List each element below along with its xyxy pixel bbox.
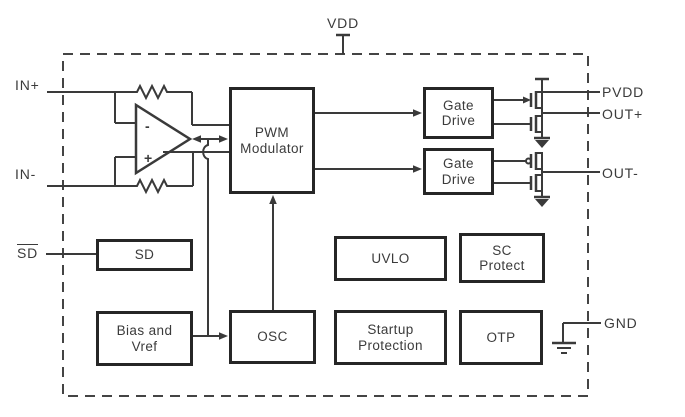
block-osc: OSC: [229, 310, 316, 364]
block-label: Startup Protection: [358, 322, 423, 353]
block-label: OSC: [257, 329, 288, 345]
osc-to-pwm-wire: [269, 195, 277, 310]
pin-label-pvdd: PVDD: [602, 84, 645, 100]
bias-to-osc-wire: [193, 332, 228, 340]
opamp-plus-sign: +: [144, 150, 153, 166]
mosfet-icon: [494, 174, 542, 192]
block-startup-protection: Startup Protection: [334, 310, 447, 365]
arrow-right-icon: [219, 135, 228, 143]
ground-icon: [552, 341, 576, 354]
gnd-pin-wire: [552, 322, 601, 354]
in-plus-net: [47, 83, 193, 125]
block-label: UVLO: [371, 250, 410, 266]
arrow-left-icon: [192, 135, 201, 143]
block-label: SC Protect: [479, 242, 525, 273]
block-label: Gate Drive: [441, 156, 476, 187]
mosfet-icon: [494, 152, 542, 170]
vdd-pin-wire: [336, 33, 350, 54]
block-gate-drive-top: Gate Drive: [423, 87, 494, 139]
block-label: Bias and Vref: [116, 323, 173, 354]
mosfet-icon: [494, 115, 542, 133]
block-gate-drive-bottom: Gate Drive: [423, 148, 494, 195]
resistor-icon: [133, 177, 172, 195]
block-label: PWM Modulator: [240, 125, 304, 156]
arrow-up-icon: [269, 195, 277, 204]
half-bridge-out-minus: [494, 152, 600, 207]
half-bridge-out-plus: [494, 77, 600, 148]
pin-label-sd: SD: [17, 244, 39, 261]
block-pwm-modulator: PWM Modulator: [229, 87, 315, 194]
sd-overline-text: SD: [17, 244, 39, 261]
chip-boundary-dashed-box: [62, 53, 589, 397]
block-bias-vref: Bias and Vref: [96, 311, 193, 366]
opamp-icon: [134, 102, 193, 176]
block-otp: OTP: [459, 310, 543, 365]
opamp-minus-sign: -: [145, 118, 150, 134]
block-label: Gate Drive: [441, 97, 476, 128]
pwm-to-gate-drive-wires: [315, 109, 422, 173]
pin-label-in-minus: IN-: [15, 166, 37, 182]
ground-icon: [534, 136, 550, 148]
arrow-right-icon: [219, 332, 228, 340]
pin-label-gnd: GND: [604, 315, 638, 331]
arrow-right-icon: [413, 165, 422, 173]
ground-icon: [534, 195, 550, 207]
block-label: OTP: [486, 329, 516, 345]
mosfet-icon: [494, 91, 542, 109]
pin-label-vdd: VDD: [327, 15, 359, 31]
gate-arrow-icon: [523, 96, 531, 104]
block-label: SD: [134, 247, 155, 263]
wire-branch-with-hop: [202, 139, 209, 336]
opamp-to-pwm-wires: [163, 124, 229, 336]
resistor-icon: [133, 83, 172, 101]
pin-label-in-plus: IN+: [15, 77, 40, 93]
pin-label-out-plus: OUT+: [602, 106, 643, 122]
pin-label-out-minus: OUT-: [602, 165, 639, 181]
block-uvlo: UVLO: [334, 236, 447, 281]
arrow-right-icon: [413, 109, 422, 117]
block-sd: SD: [96, 239, 193, 271]
in-minus-net: [47, 152, 194, 195]
block-sc-protect: SC Protect: [459, 233, 545, 283]
